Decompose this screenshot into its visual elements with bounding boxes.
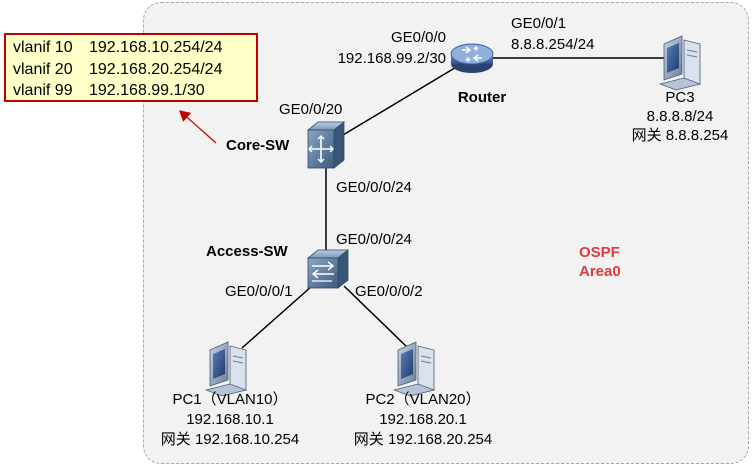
pc2-gateway-label: 网关 192.168.20.254 [353, 431, 493, 448]
vlanif-name: vlanif 99 [13, 82, 73, 99]
router-port-left-label: GE0/0/0 [390, 29, 446, 46]
access-switch-port-up-label: GE0/0/0/24 [336, 231, 412, 248]
link-access-pc1 [241, 285, 313, 349]
router-name-label: Router [457, 89, 507, 106]
vlanif-row: vlanif 20 192.168.20.254/24 [13, 59, 256, 81]
pc2-name-label: PC2（VLAN20） [365, 391, 481, 408]
router-ip-right-label: 8.8.8.254/24 [511, 36, 595, 53]
router-port-right-label: GE0/0/1 [511, 15, 567, 32]
vlanif-ip: 192.168.10.254/24 [89, 39, 223, 56]
pc1-name-label: PC1（VLAN10） [172, 391, 288, 408]
vlanif-callout-box: vlanif 10 192.168.10.254/24 vlanif 20 192.… [4, 33, 258, 102]
core-switch-icon[interactable] [306, 121, 346, 169]
pc2-ip-label: 192.168.20.1 [379, 411, 467, 428]
vlanif-row: vlanif 10 192.168.10.254/24 [13, 37, 256, 59]
access-switch-name-label: Access-SW [206, 243, 288, 260]
core-switch-name-label: Core-SW [226, 137, 290, 154]
vlanif-row: vlanif 99 192.168.99.1/30 [13, 80, 256, 102]
ospf-protocol-label: OSPF [579, 244, 620, 261]
pc1-ip-label: 192.168.10.1 [186, 411, 274, 428]
callout-arrow [179, 110, 217, 144]
pc1-gateway-label: 网关 192.168.10.254 [160, 431, 300, 448]
pc3-gateway-label: 网关 8.8.8.254 [631, 127, 729, 144]
access-switch-icon[interactable] [306, 249, 350, 289]
pc3-icon[interactable] [658, 35, 702, 91]
core-switch-port-up-label: GE0/0/20 [279, 101, 343, 118]
access-switch-port-right-label: GE0/0/0/2 [355, 283, 423, 300]
vlanif-ip: 192.168.99.1/30 [89, 82, 205, 99]
pc3-name-label: PC3 [665, 89, 695, 106]
core-switch-port-down-label: GE0/0/0/24 [336, 179, 412, 196]
vlanif-ip: 192.168.20.254/24 [89, 60, 223, 78]
pc1-icon[interactable] [204, 341, 248, 397]
link-core-router [337, 65, 459, 139]
pc3-ip-label: 8.8.8.8/24 [646, 108, 714, 125]
access-switch-port-left-label: GE0/0/0/1 [225, 283, 293, 300]
router-icon[interactable] [450, 43, 494, 73]
ospf-area-label: Area0 [579, 263, 621, 280]
link-access-pc2 [343, 285, 409, 349]
vlanif-name: vlanif 10 [13, 39, 73, 56]
vlanif-name: vlanif 20 [13, 60, 73, 78]
pc2-icon[interactable] [392, 341, 436, 397]
router-ip-left-label: 192.168.99.2/30 [337, 50, 446, 67]
